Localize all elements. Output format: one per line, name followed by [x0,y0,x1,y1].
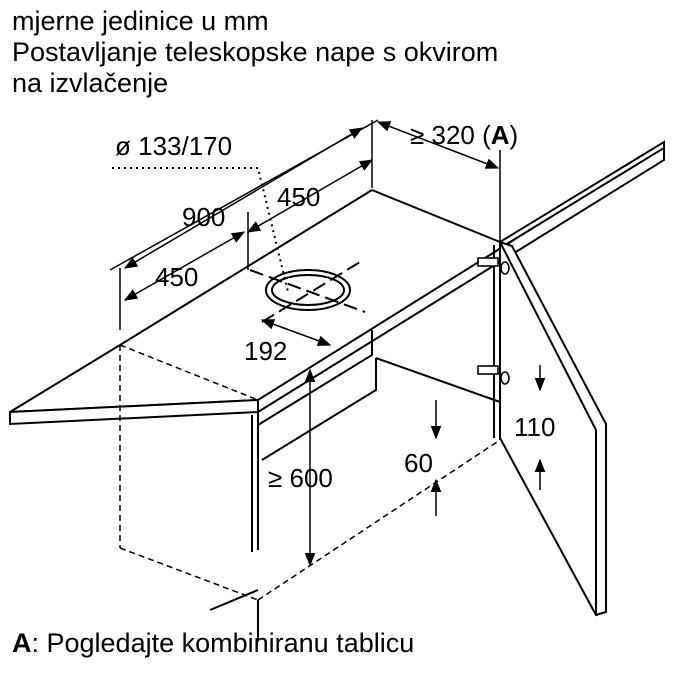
duct-opening [249,261,366,323]
dim-half-right: 450 [277,182,320,212]
inner-cabinet [209,242,501,640]
dimension-lines [109,119,546,567]
dim-bottom-offset: 60 [404,448,433,478]
cabinet-outline [119,344,501,601]
units-note: mjerne jedinice u mm [12,6,269,36]
cabinet-door [499,240,607,617]
title-line-2: na izvlačenje [12,68,169,98]
dim-half-left: 450 [155,262,198,292]
dim-duct-diameter: ø 133/170 [115,131,232,161]
title-line-1: Postavljanje teleskopske nape s okvirom [12,37,499,67]
dim-side-clearance-ref: A [491,120,510,150]
footer-ref: A [12,628,32,658]
dim-depth-offset: 192 [244,336,287,366]
dim-side-clearance: ≥ 320 (A) [410,120,518,150]
dim-side-clearance-close: ) [510,120,519,150]
footer-note: A: Pogledajte kombiniranu tablicu [12,628,414,659]
header: mjerne jedinice u mm Postavljanje telesk… [12,6,498,99]
dim-side-clearance-value: ≥ 320 ( [410,120,491,150]
dim-door-offset: 110 [514,412,555,442]
dim-width-total: 900 [182,202,225,232]
hinges [477,257,510,385]
dim-min-height: ≥ 600 [268,463,333,493]
footer-text: : Pogledajte kombiniranu tablicu [31,628,415,658]
